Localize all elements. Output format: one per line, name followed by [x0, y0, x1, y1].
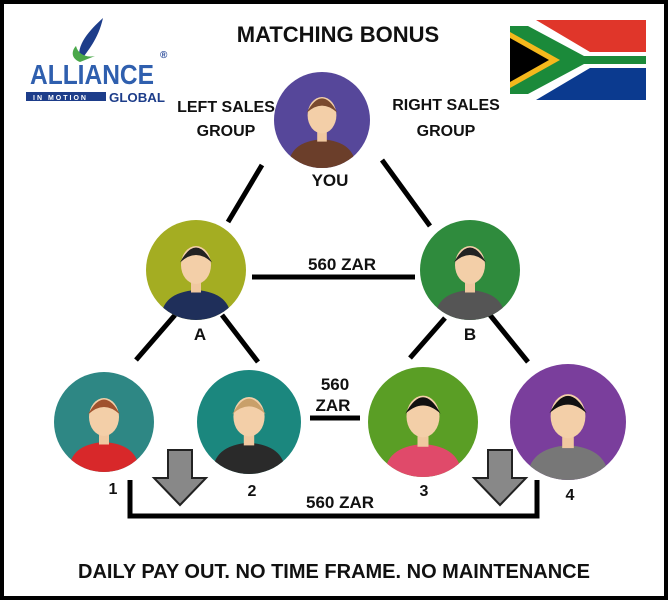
avatar-a	[146, 220, 246, 320]
right-group-label: RIGHT SALES	[392, 97, 500, 114]
avatar-n1	[54, 372, 154, 472]
connector-lines	[127, 158, 540, 519]
page-title: MATCHING BONUS	[237, 22, 439, 47]
down-arrow-icon	[471, 449, 529, 507]
node-1-label: 1	[109, 481, 118, 498]
bonus-ab: 560 ZAR	[308, 255, 376, 274]
footer-text: DAILY PAY OUT. NO TIME FRAME. NO MAINTEN…	[78, 561, 590, 583]
alliance-global-logo: ALLIANCE ® IN MOTION GLOBAL	[26, 18, 168, 105]
logo-brand: ALLIANCE	[30, 59, 154, 90]
logo-tagline-left: IN MOTION	[33, 95, 88, 102]
left-group-label-line2: GROUP	[197, 123, 256, 140]
avatar-n4	[510, 364, 626, 480]
avatar-n3	[368, 367, 478, 477]
bonus-mid-amount: 560	[321, 375, 349, 394]
you-label: YOU	[312, 171, 349, 190]
left-group-label: LEFT SALES	[177, 99, 275, 116]
avatar-b	[420, 220, 520, 320]
node-3-label: 3	[420, 483, 429, 500]
bonus-bottom: 560 ZAR	[306, 493, 374, 512]
logo-registered: ®	[160, 50, 168, 61]
south-africa-flag	[510, 20, 646, 100]
node-2-label: 2	[248, 483, 257, 500]
logo-tagline-right: GLOBAL	[109, 90, 165, 105]
b-label: B	[464, 325, 476, 344]
down-arrow-icon	[151, 449, 209, 507]
avatar-you	[274, 72, 370, 168]
node-4-label: 4	[566, 487, 575, 504]
right-group-label-line2: GROUP	[417, 123, 476, 140]
bonus-mid-currency: ZAR	[316, 396, 351, 415]
avatar-n2	[197, 370, 301, 474]
a-label: A	[194, 325, 206, 344]
